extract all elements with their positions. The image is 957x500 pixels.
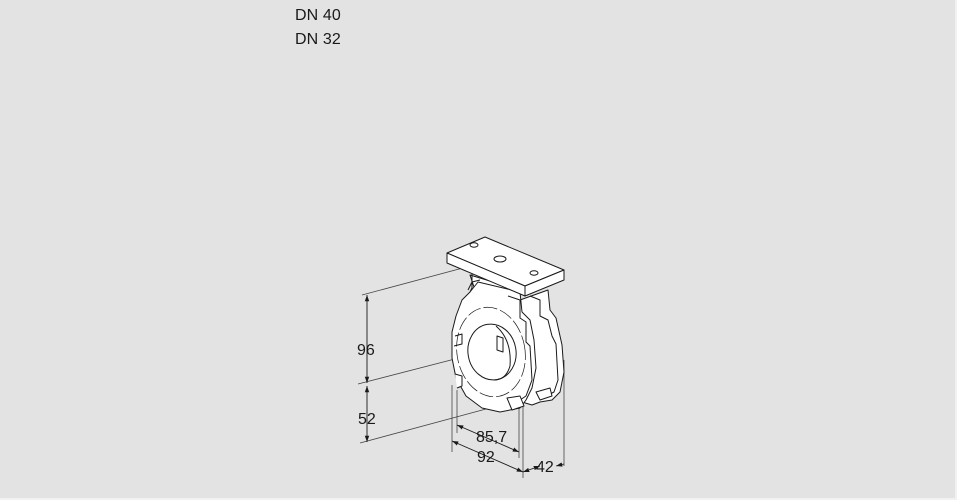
valve-body: [451, 270, 565, 413]
dim-body-width: 42: [536, 459, 554, 476]
dim-height-lower: 52: [358, 411, 376, 428]
variant-label-dn40: DN 40: [295, 7, 341, 24]
dimension-lines: [364, 295, 565, 473]
dim-face-inner: 85,7: [476, 429, 507, 446]
top-flange: [446, 236, 565, 297]
dim-face-outer: 92: [477, 449, 495, 466]
variant-label-dn32: DN 32: [295, 31, 341, 48]
dim-height-upper: 96: [357, 342, 375, 359]
